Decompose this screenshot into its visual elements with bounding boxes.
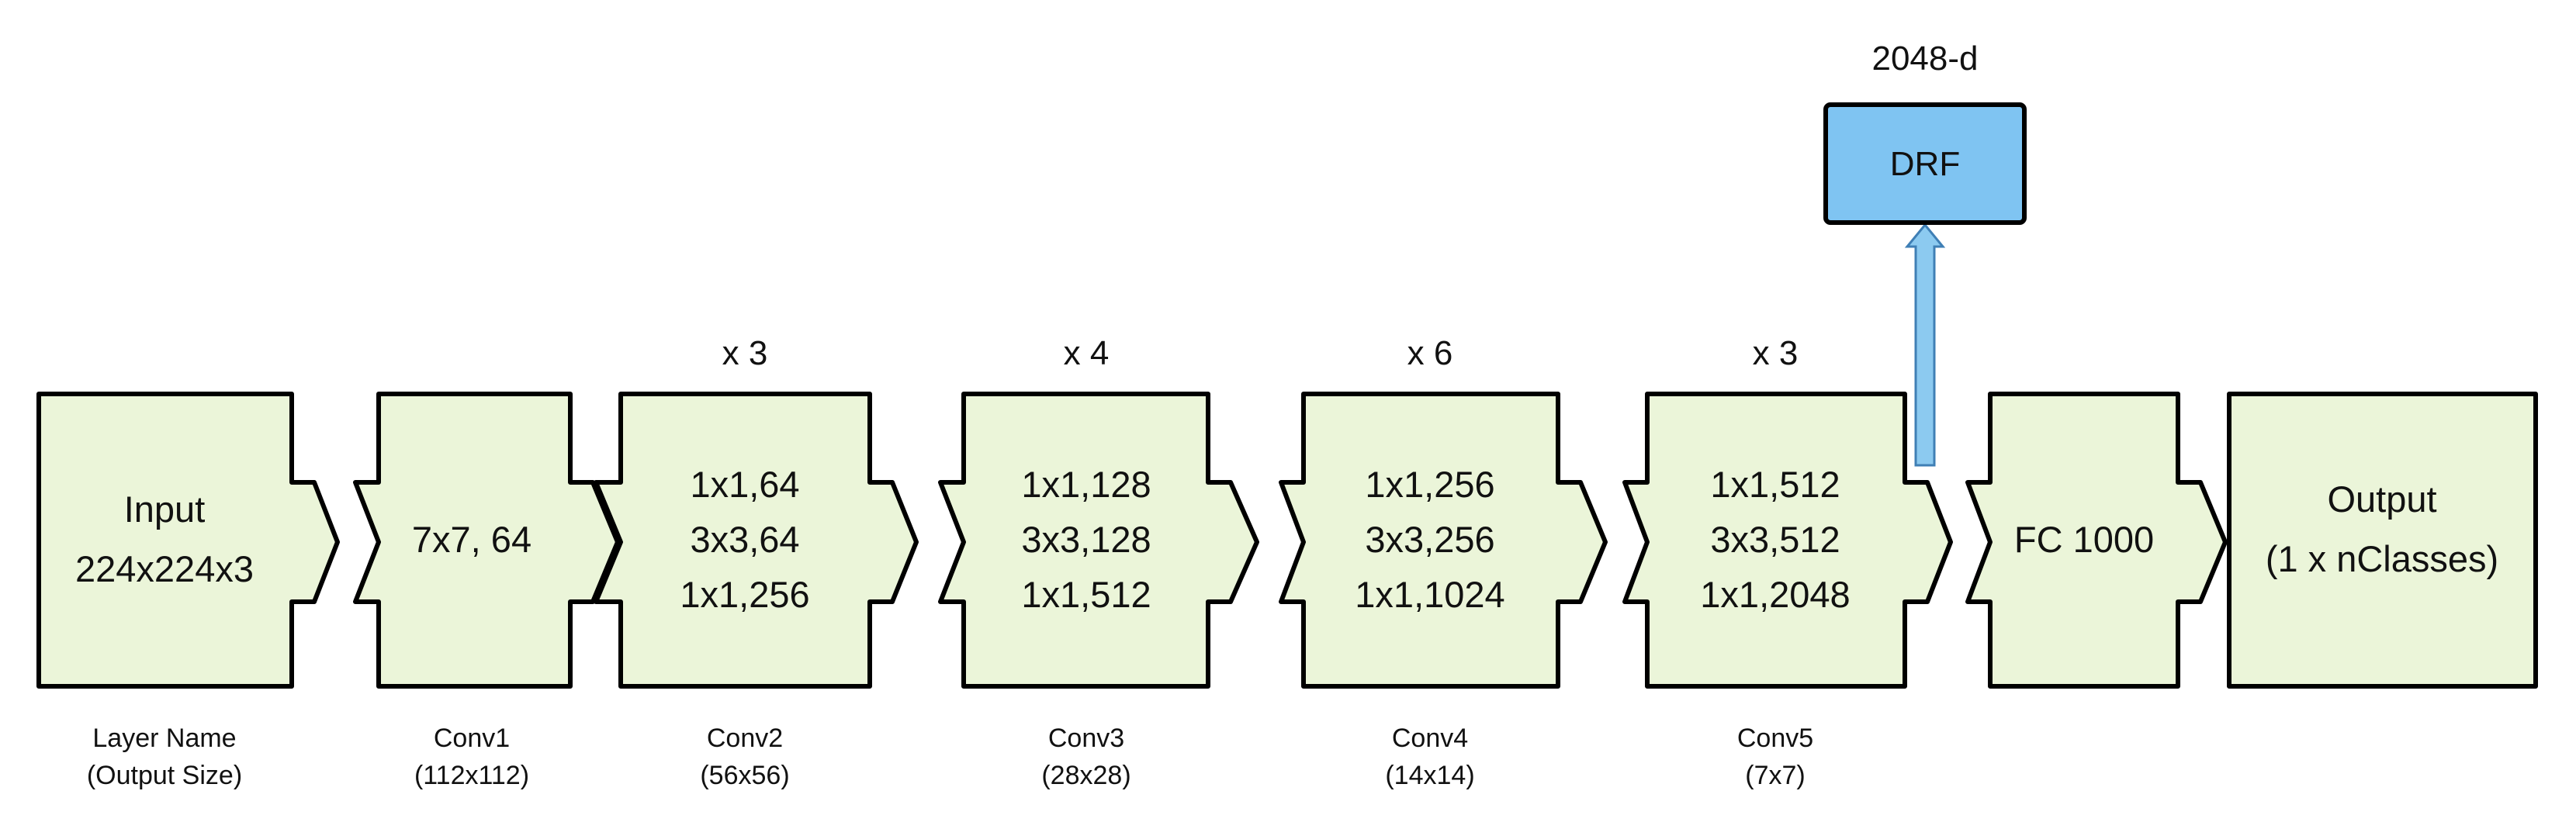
block-input: Input 224x224x3 bbox=[36, 392, 340, 689]
caption-conv1-line-1: Conv1 bbox=[434, 724, 510, 753]
caption-conv1-line-2: (112x112) bbox=[414, 761, 529, 790]
caption-conv3-line-1: Conv3 bbox=[1048, 724, 1124, 753]
caption-layer-name-line-2: (Output Size) bbox=[87, 761, 242, 790]
blocks-layer: Input 224x224x3 7x7, 64 1x1,64 3x3,64 1x… bbox=[36, 392, 2538, 689]
block-input-shape bbox=[36, 392, 340, 689]
block-conv3-label-line-3: 1x1,512 bbox=[1021, 574, 1151, 615]
repeat-label-conv3: x 4 bbox=[1064, 334, 1110, 372]
drf-box bbox=[1823, 102, 2027, 225]
block-output-label-line-1: Output bbox=[2327, 478, 2436, 520]
caption-conv5-line-2: (7x7) bbox=[1745, 761, 1805, 790]
caption-conv2-line-1: Conv2 bbox=[707, 724, 783, 753]
block-output-shape bbox=[2227, 392, 2538, 689]
block-output: Output (1 x nClasses) bbox=[2227, 392, 2538, 689]
block-conv1: 7x7, 64 bbox=[353, 392, 620, 689]
block-conv2-label-line-2: 3x3,64 bbox=[690, 519, 799, 560]
block-conv4-label-line-1: 1x1,256 bbox=[1365, 464, 1494, 505]
repeat-label-conv2: x 3 bbox=[722, 334, 768, 372]
block-conv3-label-line-2: 3x3,128 bbox=[1021, 519, 1151, 560]
caption-conv4-line-2: (14x14) bbox=[1385, 761, 1474, 790]
block-conv2-shape bbox=[594, 392, 919, 689]
repeat-label-conv4: x 6 bbox=[1407, 334, 1453, 372]
block-conv5: 1x1,512 3x3,512 1x1,2048 bbox=[1622, 392, 1953, 689]
drf-up-arrow bbox=[1904, 223, 1946, 467]
block-conv2-label-line-3: 1x1,256 bbox=[680, 574, 809, 615]
block-conv3: 1x1,128 3x3,128 1x1,512 bbox=[938, 392, 1259, 689]
drf-label: DRF bbox=[1890, 145, 1960, 183]
block-conv5-shape bbox=[1622, 392, 1953, 689]
caption-conv5-line-1: Conv5 bbox=[1737, 724, 1813, 753]
repeat-labels: x 3 x 4 x 6 x 3 bbox=[722, 334, 1799, 372]
block-conv3-label-line-1: 1x1,128 bbox=[1021, 464, 1151, 505]
block-conv4-label-line-2: 3x3,256 bbox=[1365, 519, 1494, 560]
block-conv4-shape bbox=[1279, 392, 1608, 689]
repeat-label-conv5: x 3 bbox=[1753, 334, 1799, 372]
block-input-label-line-2: 224x224x3 bbox=[75, 548, 254, 589]
caption-conv3-line-2: (28x28) bbox=[1041, 761, 1130, 790]
block-conv5-label-line-1: 1x1,512 bbox=[1710, 464, 1840, 505]
layer-captions: Layer Name (Output Size) Conv1 (112x112)… bbox=[87, 724, 1813, 790]
block-conv1-label-line-1: 7x7, 64 bbox=[412, 519, 531, 560]
block-fc-shape bbox=[1965, 392, 2228, 689]
block-conv5-label-line-3: 1x1,2048 bbox=[1700, 574, 1850, 615]
caption-conv2-line-2: (56x56) bbox=[700, 761, 789, 790]
drf-branch: DRF 2048-d bbox=[1823, 40, 2027, 467]
block-output-label-line-2: (1 x nClasses) bbox=[2266, 538, 2498, 579]
block-conv2: 1x1,64 3x3,64 1x1,256 bbox=[594, 392, 919, 689]
block-conv5-label-line-2: 3x3,512 bbox=[1710, 519, 1840, 560]
block-conv4: 1x1,256 3x3,256 1x1,1024 bbox=[1279, 392, 1608, 689]
block-fc: FC 1000 bbox=[1965, 392, 2228, 689]
block-fc-label-line-1: FC 1000 bbox=[2014, 519, 2154, 560]
caption-conv4-line-1: Conv4 bbox=[1392, 724, 1468, 753]
block-conv2-label-line-1: 1x1,64 bbox=[690, 464, 799, 505]
block-conv3-shape bbox=[938, 392, 1259, 689]
block-conv4-label-line-3: 1x1,1024 bbox=[1355, 574, 1504, 615]
block-input-label-line-1: Input bbox=[124, 489, 206, 530]
block-conv1-shape bbox=[353, 392, 620, 689]
caption-layer-name-line-1: Layer Name bbox=[92, 724, 236, 753]
drf-dimension-label: 2048-d bbox=[1871, 40, 1978, 78]
